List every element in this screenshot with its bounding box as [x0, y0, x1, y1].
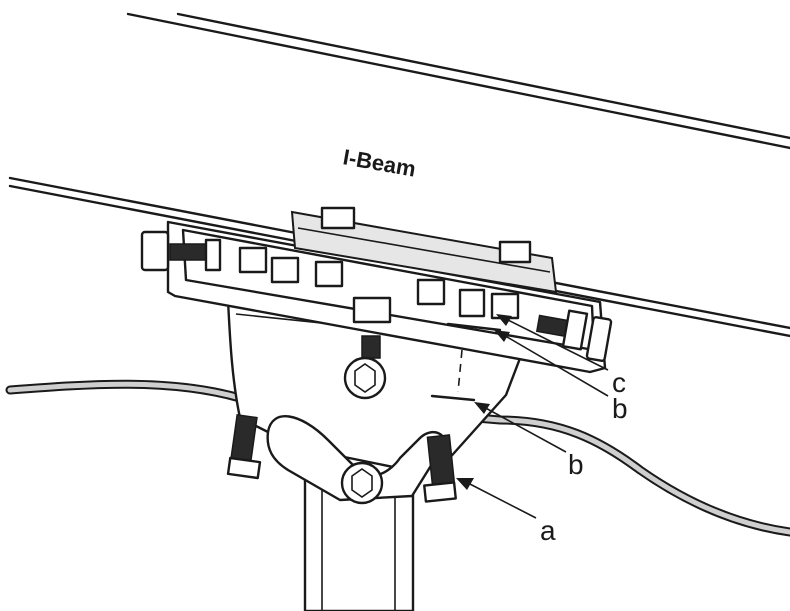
leader-a — [465, 481, 537, 519]
callout-a: a — [540, 515, 556, 546]
washer-lower — [430, 394, 476, 402]
u-clamp — [266, 415, 446, 505]
right-end-bolt — [535, 309, 613, 362]
leader-c — [503, 317, 609, 371]
leader-lines — [456, 314, 609, 519]
arrow-b2 — [474, 402, 490, 414]
leader-b2 — [481, 405, 567, 453]
leader-b1 — [501, 333, 609, 397]
washers — [430, 322, 502, 402]
arrow-b1 — [494, 330, 510, 342]
nut — [314, 260, 344, 288]
left-end-bolt — [140, 230, 222, 272]
nut — [352, 296, 392, 324]
i-beam-top-edge-2 — [126, 12, 790, 150]
callout-b-upper: b — [612, 393, 628, 424]
nut — [270, 256, 300, 284]
plate-nuts — [238, 206, 532, 324]
washer-upper — [446, 322, 502, 332]
nut — [320, 206, 356, 230]
callout-b-lower: b — [568, 449, 584, 480]
arrow-c — [496, 314, 512, 326]
cable — [5, 379, 790, 537]
arrow-a — [456, 478, 474, 490]
nut — [498, 240, 532, 264]
bracket-center-nut — [343, 335, 387, 400]
bolt-a — [423, 434, 457, 503]
nut — [238, 246, 268, 274]
nut — [416, 278, 446, 306]
nut — [458, 288, 486, 318]
callout-c: c — [612, 367, 626, 398]
nut — [490, 292, 520, 320]
i-beam-label: I-Beam — [341, 144, 418, 181]
i-beam-top-edge — [176, 12, 790, 140]
bolt-left — [226, 413, 262, 480]
